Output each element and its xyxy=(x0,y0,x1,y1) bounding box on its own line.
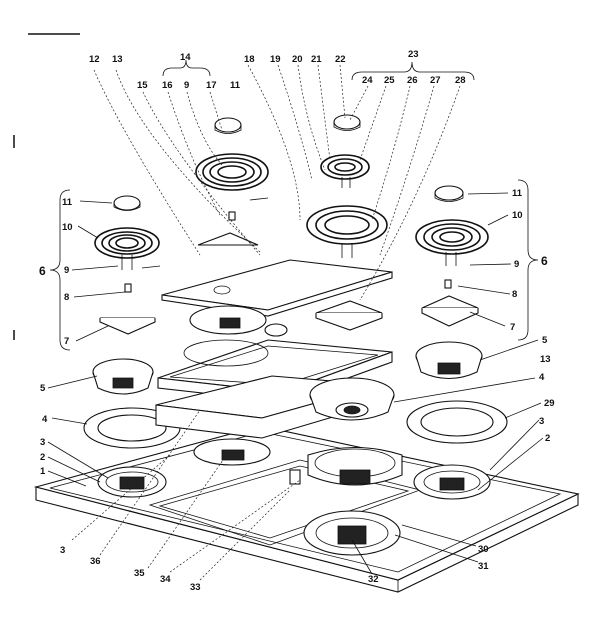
label-5-right: 5 xyxy=(542,335,548,346)
label-28: 28 xyxy=(455,75,466,86)
griddle-drip-pan-upper xyxy=(189,305,267,335)
cooktop-base xyxy=(33,425,580,593)
label-20: 20 xyxy=(292,54,303,65)
label-33: 33 xyxy=(190,582,201,593)
coil-element-left xyxy=(94,227,161,293)
label-11-right: 11 xyxy=(512,188,523,199)
label-26: 26 xyxy=(407,75,418,86)
label-19: 19 xyxy=(270,54,281,65)
knob-right xyxy=(434,185,464,202)
leader-lines xyxy=(47,64,544,581)
drip-pan-left xyxy=(92,358,154,395)
label-25: 25 xyxy=(384,75,395,86)
part-labels: 12 13 14 15 16 9 17 11 18 19 20 21 22 23… xyxy=(39,49,555,593)
support-bracket-right xyxy=(421,295,479,327)
label-15: 15 xyxy=(137,80,148,91)
base-burner-well-back xyxy=(289,446,403,486)
label-21: 21 xyxy=(311,54,322,65)
brace-top-left xyxy=(162,59,211,77)
label-27: 27 xyxy=(430,75,441,86)
label-13: 13 xyxy=(112,54,123,65)
knob-left xyxy=(113,195,141,211)
label-1: 1 xyxy=(40,466,46,477)
label-16: 16 xyxy=(162,80,173,91)
coil-element-right xyxy=(415,219,489,289)
label-29: 29 xyxy=(544,398,555,409)
label-7-right: 7 xyxy=(510,322,515,333)
label-9-left: 9 xyxy=(64,265,69,276)
label-22: 22 xyxy=(335,54,346,65)
label-8-left: 8 xyxy=(64,292,69,303)
drip-bowl-center xyxy=(309,377,395,421)
label-34: 34 xyxy=(160,574,171,585)
griddle-cover xyxy=(161,259,393,317)
knob-center xyxy=(214,117,242,134)
support-bracket-left xyxy=(99,317,156,335)
label-6-left: 6 xyxy=(39,264,46,278)
label-2-right: 2 xyxy=(545,433,550,444)
drip-pan-right xyxy=(415,341,483,380)
label-10-right: 10 xyxy=(512,210,523,221)
coil-element-small xyxy=(320,154,370,188)
coil-element-top-left xyxy=(195,153,269,221)
label-13-right: 13 xyxy=(540,354,551,365)
label-18: 18 xyxy=(244,54,255,65)
label-9-right: 9 xyxy=(514,259,519,270)
label-4-right: 4 xyxy=(539,372,545,383)
label-7-left: 7 xyxy=(64,336,69,347)
knob-center-right xyxy=(333,114,361,131)
label-32: 32 xyxy=(368,574,379,585)
brace-left xyxy=(49,189,71,351)
label-10-left: 10 xyxy=(62,222,73,233)
base-burner-well-right xyxy=(413,464,491,500)
label-5-left: 5 xyxy=(40,383,46,394)
label-14: 14 xyxy=(180,52,191,63)
base-burner-well-left xyxy=(97,466,167,498)
base-burner-well-front xyxy=(303,510,401,556)
label-24: 24 xyxy=(362,75,373,86)
label-36: 36 xyxy=(90,556,101,567)
label-6-right: 6 xyxy=(541,254,548,268)
label-3-left: 3 xyxy=(40,437,45,448)
label-30: 30 xyxy=(478,544,489,555)
label-17: 17 xyxy=(206,80,217,91)
label-35: 35 xyxy=(134,568,145,579)
support-bracket-center xyxy=(197,232,259,246)
label-11-left: 11 xyxy=(62,197,73,208)
label-31: 31 xyxy=(478,561,489,572)
coil-element-large xyxy=(306,205,388,258)
label-12: 12 xyxy=(89,54,100,65)
label-3-bottom: 3 xyxy=(60,545,65,556)
label-23: 23 xyxy=(408,49,419,60)
label-2-left: 2 xyxy=(40,452,45,463)
trim-ring-right xyxy=(406,400,508,444)
label-11-top: 11 xyxy=(230,80,241,91)
brace-top-right xyxy=(351,61,475,81)
label-4-left: 4 xyxy=(42,414,48,425)
label-3-right: 3 xyxy=(539,416,544,427)
label-8-right: 8 xyxy=(512,289,517,300)
brace-right xyxy=(517,179,539,341)
support-bracket-center-right xyxy=(315,300,383,331)
label-9-top: 9 xyxy=(184,80,189,91)
